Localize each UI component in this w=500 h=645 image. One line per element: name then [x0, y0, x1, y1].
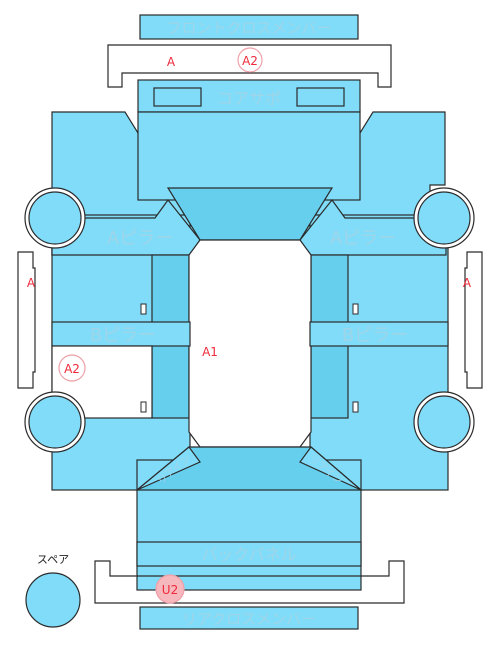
b-pillar-left-label: Bピラー — [90, 325, 156, 346]
front-floor-center — [137, 111, 361, 201]
core-support-slot-right — [296, 87, 345, 107]
back-panel — [136, 541, 362, 567]
cabin-opening — [188, 239, 312, 448]
rear-u2-circle — [155, 574, 185, 604]
core-support — [137, 79, 361, 113]
spare-label: スペア — [37, 553, 69, 566]
rear-bracket — [94, 560, 405, 604]
b-pillar-right-label: Bピラー — [342, 325, 408, 346]
front-cross-member — [139, 14, 359, 40]
rear-u2-mark: U2 — [162, 583, 178, 597]
b-pillar-left — [51, 321, 191, 347]
rear-cross-member — [139, 606, 359, 630]
core-support-slot-left — [153, 87, 202, 107]
center-a1-mark: A1 — [202, 345, 218, 359]
right-side-bracket — [464, 251, 483, 389]
core-support-label: コアサポ — [217, 89, 281, 108]
slot-left-lower — [140, 401, 147, 413]
rear-cross-member-label: リアクロスメンバー — [182, 610, 316, 628]
slot-right-lower — [352, 401, 359, 413]
slot-right-upper — [352, 303, 359, 315]
left-side-bracket — [17, 251, 36, 389]
left-a2-circle — [58, 354, 86, 382]
front-a-mark: A — [167, 55, 176, 69]
front-a2-mark: A2 — [242, 54, 258, 68]
wheel-rear-left — [28, 395, 82, 449]
front-a-bg — [161, 51, 181, 71]
spare-tire — [25, 572, 81, 628]
right-a-mark: A — [463, 276, 472, 290]
wheel-front-right — [417, 191, 471, 245]
rear-inner-left — [136, 446, 201, 491]
slot-left-upper — [140, 303, 147, 315]
front-cross-member-label: フロントクロスメンバー — [166, 19, 331, 37]
b-pillar-right — [309, 321, 449, 347]
back-panel-label: バックパネル — [201, 545, 296, 564]
front-bracket — [107, 44, 392, 88]
a-pillar-right-label: Aピラー — [330, 228, 396, 249]
wheel-rear-right — [417, 395, 471, 449]
rear-inner-right — [299, 446, 362, 491]
wheel-front-left — [28, 191, 82, 245]
a-pillar-left-label: Aピラー — [107, 228, 173, 249]
left-a-mark: A — [27, 276, 36, 290]
front-a2-circle — [237, 47, 263, 73]
left-a2-mark: A2 — [64, 362, 80, 376]
